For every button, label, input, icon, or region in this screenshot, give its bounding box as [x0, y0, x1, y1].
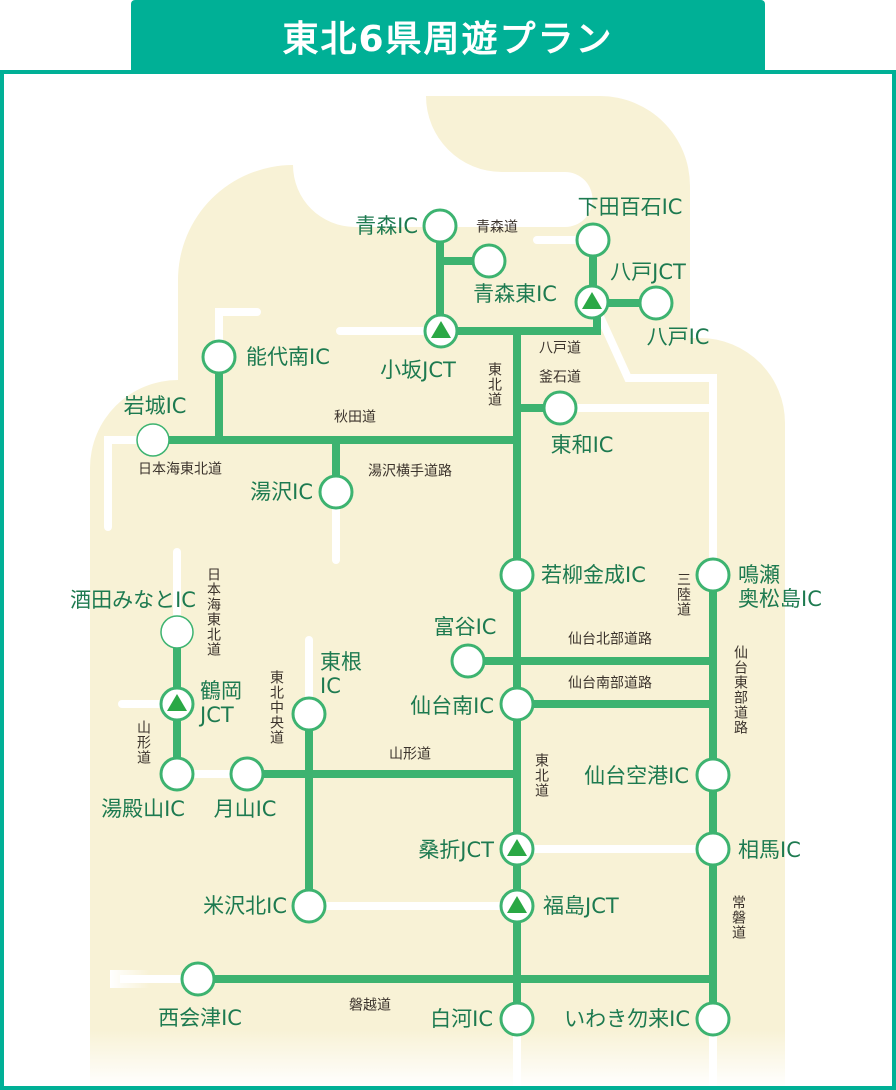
road-label: 仙台北部道路	[568, 631, 652, 648]
jct-label-line: 鶴岡	[200, 679, 242, 703]
ic-label: 西会津IC	[158, 1006, 242, 1030]
road-label: 湯沢横手道路	[368, 463, 452, 480]
ic-label: 米沢北IC	[203, 894, 287, 918]
jct-label: 福島JCT	[543, 894, 619, 918]
road-label: 日本海東北道	[205, 567, 221, 657]
ic-label: 仙台空港IC	[584, 764, 689, 788]
ic-marker-iwaki-akita	[136, 423, 170, 457]
ic-label-line: 奥松島IC	[738, 587, 822, 611]
page-title: 東北6県周遊プラン	[282, 19, 614, 60]
ic-label-line: 鳴瀬	[738, 563, 780, 587]
ic-marker-yuzawa	[318, 474, 354, 510]
jct-label: 小坂JCT	[380, 358, 456, 382]
jct-triangle-icon	[507, 839, 527, 856]
road-label: 山形道	[389, 746, 431, 763]
jct-label-line: JCT	[200, 703, 234, 727]
ic-label: 岩城IC	[123, 394, 187, 418]
map-frame	[0, 70, 896, 1090]
ic-marker-iwaki-nakoso	[695, 1001, 731, 1037]
ic-label-line: IC	[320, 674, 341, 698]
road-label: 三陸道	[675, 572, 691, 617]
jct-label: 桑折JCT	[418, 838, 494, 862]
road-label: 日本海東北道	[138, 461, 222, 478]
ic-marker-wakayanagi	[499, 557, 535, 593]
ic-marker-higashine	[291, 696, 327, 732]
ic-label: 仙台南IC	[410, 694, 494, 718]
road-label: 磐越道	[349, 997, 391, 1014]
ic-marker-yudonosan	[159, 756, 195, 792]
ic-marker-shirakawa	[499, 1001, 535, 1037]
ic-label: 鳴瀬奥松島IC	[738, 563, 822, 611]
ic-marker-sendai-minami	[499, 686, 535, 722]
ic-label-line: 東根	[320, 650, 362, 674]
ic-label: 青森東IC	[473, 282, 557, 306]
ic-marker-hachinohe	[638, 285, 674, 321]
ic-label: 下田百石IC	[577, 195, 683, 219]
ic-marker-aomori-higashi	[471, 243, 507, 279]
ic-marker-soma	[695, 831, 731, 867]
road-label: 常磐道	[730, 895, 746, 940]
ic-marker-gassan	[229, 756, 265, 792]
ic-label: 富谷IC	[433, 615, 497, 639]
ic-label: 青森IC	[355, 214, 418, 238]
title-tab: 東北6県周遊プラン	[131, 0, 765, 72]
jct-label: 八戸JCT	[610, 260, 686, 284]
west-road-stub	[120, 975, 200, 983]
road-label: 仙台南部道路	[568, 675, 652, 692]
road-label: 仙台東部道路	[732, 645, 748, 735]
ic-marker-shimoda	[575, 222, 611, 258]
road-label: 東北道	[533, 753, 549, 798]
ic-label: 月山IC	[213, 797, 277, 821]
road-label: 釜石道	[539, 369, 581, 386]
jct-triangle-icon	[507, 896, 527, 913]
ic-marker-sendai-kuko	[695, 757, 731, 793]
road-label: 山形道	[135, 720, 151, 765]
road-label: 八戸道	[539, 340, 581, 357]
road-label: 東北道	[486, 362, 502, 407]
ic-label: 八戸IC	[646, 325, 710, 349]
ic-marker-yonezawa	[291, 888, 327, 924]
ic-label: 白河IC	[430, 1007, 493, 1031]
ic-marker-towa	[542, 390, 578, 426]
ic-marker-aomori	[422, 208, 458, 244]
ic-label: 酒田みなとIC	[70, 588, 196, 612]
road-label: 東北中央道	[268, 670, 284, 745]
ic-marker-sakata	[160, 615, 194, 649]
jct-triangle-icon	[431, 321, 451, 338]
ic-label: 能代南IC	[246, 345, 330, 369]
ic-label: 東和IC	[550, 433, 614, 457]
ic-label: 湯殿山IC	[101, 797, 185, 821]
ic-label: いわき勿来IC	[564, 1007, 690, 1031]
road-label: 青森道	[476, 219, 518, 236]
ic-label: 相馬IC	[738, 838, 801, 862]
road-label: 秋田道	[334, 409, 376, 426]
ic-label: 若柳金成IC	[541, 563, 646, 587]
ic-label: 湯沢IC	[250, 480, 313, 504]
jct-triangle-icon	[167, 694, 187, 711]
jct-triangle-icon	[582, 292, 602, 309]
ic-marker-noshiro	[201, 339, 237, 375]
ic-marker-nishiaizu	[180, 961, 216, 997]
ic-marker-tomiya	[450, 643, 486, 679]
ic-marker-naruse	[695, 557, 731, 593]
